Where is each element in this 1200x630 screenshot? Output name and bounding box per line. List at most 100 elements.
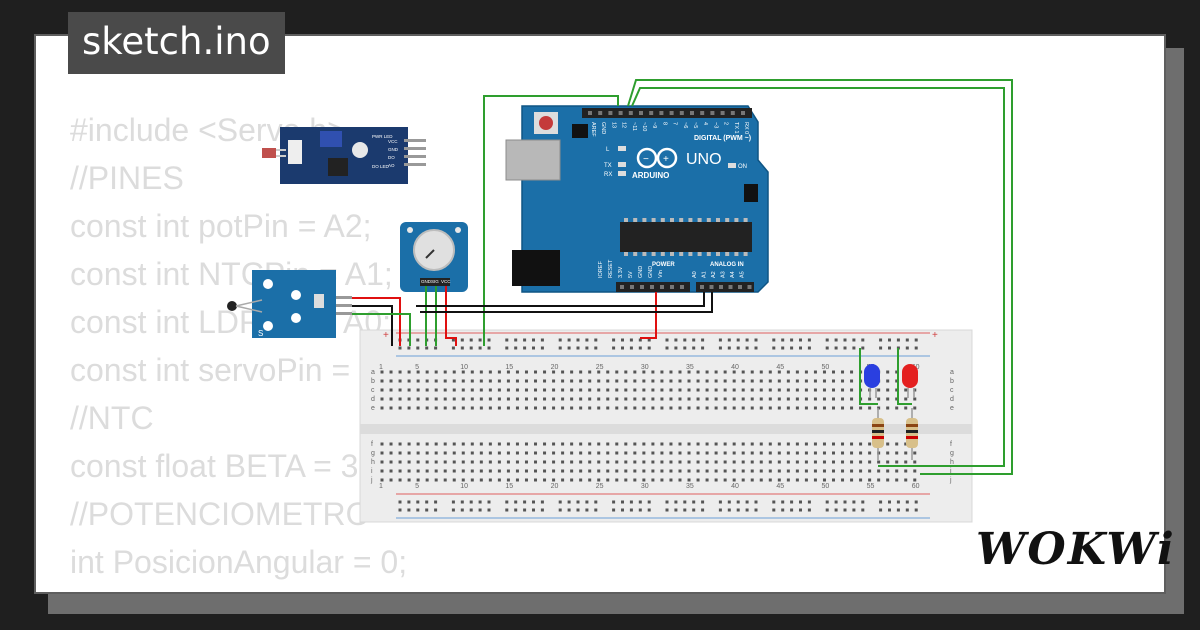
wire-5v[interactable]	[640, 292, 657, 339]
row-letter: e	[371, 405, 375, 412]
wire-green-pin12[interactable]	[631, 87, 1005, 467]
reset-button[interactable]	[539, 116, 553, 130]
column-number: 60	[912, 483, 920, 490]
microcontroller-chip	[620, 222, 752, 252]
row-letter: f	[371, 441, 373, 448]
digital-pin-label: ~5	[692, 122, 698, 128]
pot-pin-label: GND	[421, 279, 432, 284]
rail-plus-label: +	[383, 330, 389, 341]
column-number: 10	[460, 483, 468, 490]
potentiometer-trimmer[interactable]	[352, 142, 368, 158]
power-pin-label: Vin	[658, 270, 664, 278]
led-rx	[618, 171, 626, 176]
led-blue[interactable]	[864, 364, 880, 398]
wire-ntc-signal[interactable]	[352, 313, 411, 346]
wire-led-blue[interactable]	[859, 348, 878, 405]
digital-header-label: DIGITAL (PWM ~)	[694, 135, 751, 142]
analog-pin-label: A4	[730, 271, 736, 278]
led-tx	[618, 162, 626, 167]
ldr-pin-label: DO	[388, 155, 395, 160]
wire-led-red[interactable]	[897, 348, 912, 405]
analog-pin-label: A1	[702, 271, 708, 278]
wokwi-logo[interactable]: WOKWi	[976, 524, 1176, 575]
row-letter: b	[950, 378, 954, 385]
column-number: 25	[596, 364, 604, 371]
ldr-pin-label: AO	[388, 163, 395, 168]
code-line: const int potPin = A2;	[70, 208, 372, 244]
column-number: 1	[379, 364, 383, 371]
row-letter: g	[950, 450, 954, 457]
column-number: 25	[596, 483, 604, 490]
row-letter: j	[949, 477, 952, 484]
row-letter: f	[950, 441, 952, 448]
wire-ntc-gnd[interactable]	[352, 305, 393, 346]
column-number: 50	[821, 364, 829, 371]
ldr-pin-label: GND	[388, 147, 399, 152]
column-number: 40	[731, 364, 739, 371]
digital-pin-label: 8	[661, 122, 667, 125]
digital-header[interactable]	[582, 108, 752, 118]
svg-text:−: −	[643, 154, 649, 165]
analog-header[interactable]	[696, 282, 754, 292]
analog-pin-label: A2	[711, 271, 717, 278]
icsp-header	[572, 124, 758, 202]
photoresistor	[262, 148, 276, 158]
row-letter: a	[371, 369, 375, 376]
column-number: 10	[460, 364, 468, 371]
wire-a1[interactable]	[420, 292, 713, 313]
digital-pin-label: 4	[702, 122, 708, 125]
row-letter: h	[950, 459, 954, 466]
analog-pin-label: A5	[740, 271, 746, 278]
column-number: 30	[641, 483, 649, 490]
led-on	[728, 163, 736, 168]
digital-pin-label: TX 1	[733, 122, 739, 134]
power-pin-label: 5V	[628, 271, 634, 278]
resistor-2[interactable]	[906, 408, 918, 460]
column-number: 5	[415, 483, 419, 490]
resistor-1[interactable]	[872, 408, 884, 460]
column-number: 1	[379, 483, 383, 490]
power-pin-label: RESET	[608, 259, 614, 278]
wire-ntc-vcc[interactable]	[352, 297, 401, 346]
power-pin-label: 3.3V	[618, 266, 624, 278]
row-letter: g	[371, 450, 375, 457]
wire-pot-vcc[interactable]	[445, 286, 457, 346]
wires[interactable]	[352, 79, 1013, 475]
code-line: //PINES	[70, 160, 184, 196]
filename-tab[interactable]: sketch.ino	[68, 12, 285, 74]
wire-green-pin13[interactable]	[627, 79, 1013, 475]
comparator-chip	[328, 158, 348, 176]
column-number: 5	[415, 364, 419, 371]
row-letter: j	[370, 477, 373, 484]
row-letter: i	[371, 468, 373, 475]
column-number: 15	[505, 483, 513, 490]
led-l-label: L	[606, 147, 610, 153]
wire-a0[interactable]	[416, 292, 705, 307]
analog-pin-label: A0	[692, 271, 698, 278]
column-number: 45	[776, 483, 784, 490]
led-tx-label: TX	[604, 163, 612, 169]
rail-plus-label: +	[932, 330, 938, 341]
column-number: 40	[731, 483, 739, 490]
usb-port	[505, 139, 561, 181]
breadboard-holes[interactable]	[380, 338, 918, 512]
column-number: 20	[551, 483, 559, 490]
wire-green-pin9[interactable]	[483, 95, 619, 346]
power-jack	[512, 250, 560, 286]
ntc-temperature-module[interactable]: S	[227, 270, 352, 338]
column-number: 30	[641, 364, 649, 371]
digital-pin-label: ~11	[631, 122, 637, 131]
led-red[interactable]	[902, 364, 918, 398]
column-number: 35	[686, 364, 694, 371]
ntc-header-pins	[336, 296, 352, 315]
row-letter: b	[371, 378, 375, 385]
